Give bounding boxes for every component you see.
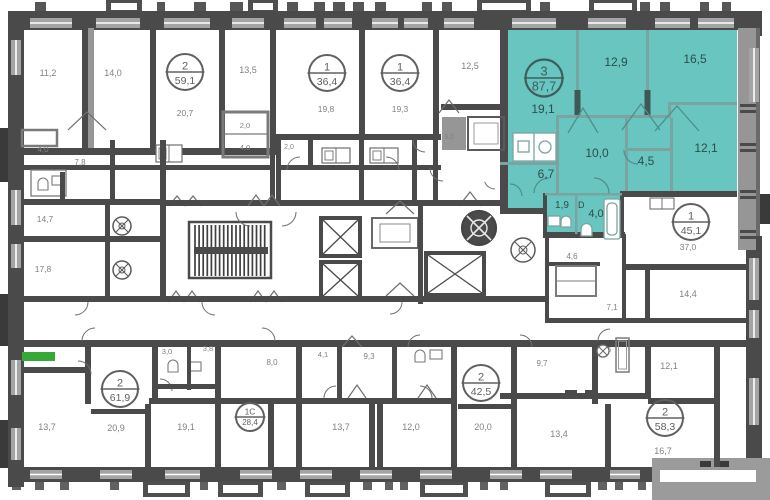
svg-text:28,4: 28,4 [242,418,258,427]
svg-text:2: 2 [117,378,123,390]
svg-text:13,7: 13,7 [38,422,56,432]
svg-text:36,4: 36,4 [317,76,338,88]
svg-text:19,3: 19,3 [392,104,409,114]
svg-text:19,1: 19,1 [177,422,195,432]
svg-text:59,1: 59,1 [175,75,196,87]
svg-text:20,0: 20,0 [474,422,492,432]
svg-text:61,9: 61,9 [110,392,131,404]
svg-text:2,0: 2,0 [284,144,294,151]
svg-text:12,1: 12,1 [694,141,718,155]
svg-text:4,1: 4,1 [318,350,328,359]
svg-text:1,9: 1,9 [555,200,569,211]
svg-text:3,0: 3,0 [444,134,454,141]
svg-text:3,8: 3,8 [203,344,213,353]
svg-text:42,5: 42,5 [471,386,492,398]
svg-text:37,0: 37,0 [680,242,697,252]
svg-text:7,1: 7,1 [606,303,618,312]
svg-text:58,3: 58,3 [655,421,676,433]
svg-text:1С: 1С [245,407,256,417]
svg-text:2: 2 [478,372,484,384]
svg-text:12,1: 12,1 [660,361,678,371]
svg-text:19,8: 19,8 [318,104,335,114]
svg-text:4,5: 4,5 [638,154,655,168]
svg-text:3,0: 3,0 [162,347,172,356]
svg-text:1: 1 [324,62,330,74]
svg-text:16,7: 16,7 [654,446,672,456]
svg-text:D: D [578,200,585,210]
svg-text:14,4: 14,4 [679,289,697,299]
svg-text:14,7: 14,7 [37,214,54,224]
svg-text:13,4: 13,4 [550,429,568,439]
svg-text:36,4: 36,4 [390,76,411,88]
svg-text:13,7: 13,7 [332,422,350,432]
svg-text:7,8: 7,8 [74,158,86,167]
svg-text:2: 2 [662,407,668,419]
svg-text:1: 1 [397,62,403,74]
svg-text:6,7: 6,7 [538,167,555,181]
svg-text:11,2: 11,2 [40,68,57,78]
svg-text:17,8: 17,8 [35,264,52,274]
svg-text:2,0: 2,0 [240,121,250,130]
svg-text:2: 2 [182,61,188,73]
svg-text:12,5: 12,5 [461,61,479,71]
svg-text:1: 1 [688,211,694,223]
svg-text:12,9: 12,9 [604,55,628,69]
svg-text:13,5: 13,5 [239,65,257,75]
svg-text:8,0: 8,0 [266,358,278,367]
svg-text:9,7: 9,7 [536,359,548,368]
svg-text:3: 3 [540,64,547,79]
svg-text:4,6: 4,6 [566,252,578,261]
svg-text:87,7: 87,7 [532,80,556,94]
svg-text:4,0: 4,0 [240,143,250,152]
svg-text:19,1: 19,1 [531,102,555,116]
svg-text:16,5: 16,5 [683,52,707,66]
svg-text:20,9: 20,9 [107,423,125,433]
svg-text:14,0: 14,0 [104,68,122,78]
svg-text:4,0: 4,0 [588,208,603,220]
svg-text:9,3: 9,3 [363,352,375,361]
svg-text:20,7: 20,7 [177,108,194,118]
svg-text:12,0: 12,0 [402,422,420,432]
svg-text:4,0: 4,0 [37,145,49,154]
svg-text:10,0: 10,0 [585,146,609,160]
svg-text:45,1: 45,1 [681,225,702,237]
